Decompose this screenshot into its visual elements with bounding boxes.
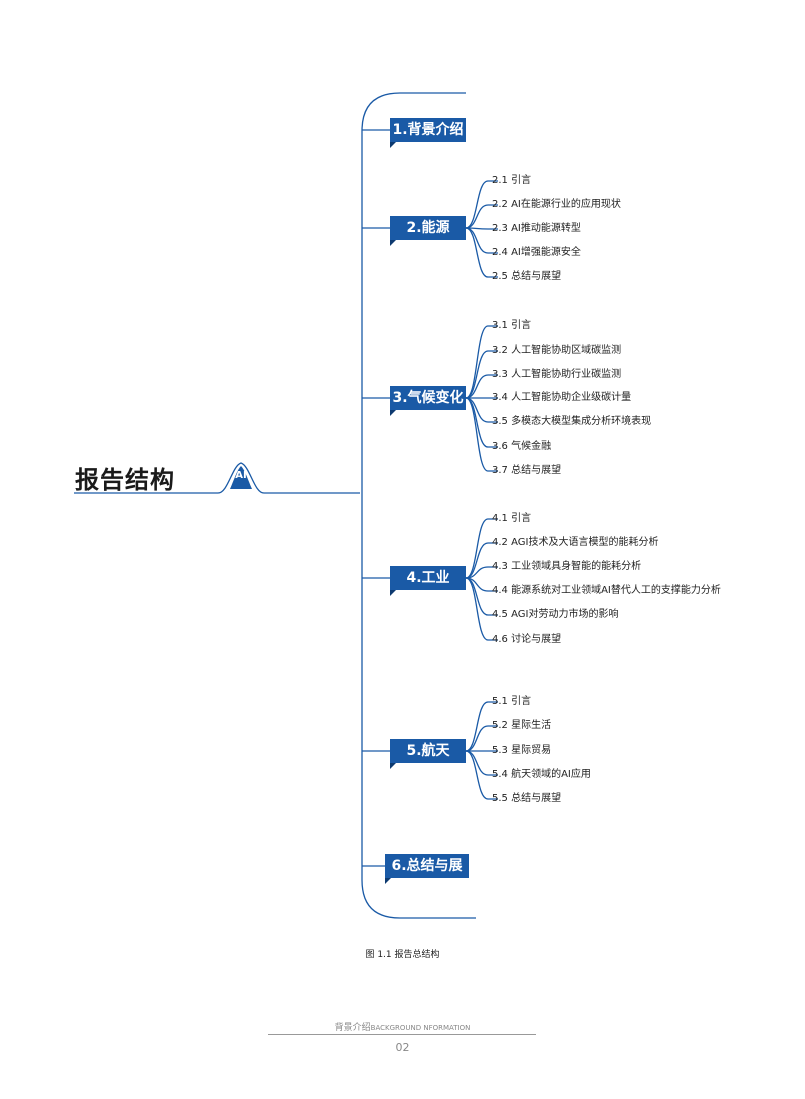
- item-connector: [465, 577, 498, 641]
- subsection-item: 4.4 能源系统对工业领域AI替代人工的支撑能力分析: [492, 585, 721, 596]
- footer-divider: [268, 1034, 536, 1035]
- section-box-shadow: [390, 590, 396, 596]
- subsection-item: 3.4 人工智能协助企业级碳计量: [492, 392, 632, 403]
- item-connector: [465, 701, 498, 752]
- subsection-item: 3.7 总结与展望: [492, 465, 562, 476]
- figure-caption: 图 1.1 报告总结构: [365, 950, 440, 960]
- item-connector: [465, 204, 498, 229]
- subsection-item: 3.5 多模态大模型集成分析环境表现: [492, 416, 652, 427]
- item-connector: [465, 518, 498, 579]
- section-box-shadow: [385, 878, 391, 884]
- section-box-shadow: [390, 142, 396, 148]
- section-node: 4.工业: [390, 566, 466, 590]
- footer-cn: 背景介绍: [334, 1023, 371, 1033]
- section-box-shadow: [390, 763, 396, 769]
- ai-badge-shape: [230, 466, 252, 489]
- item-connector: [465, 374, 498, 399]
- item-connector: [465, 397, 498, 472]
- section-node: 6.总结与展望: [385, 854, 469, 898]
- subsection-item: 3.6 气候金融: [492, 441, 552, 452]
- ai-badge-outline: [217, 462, 360, 494]
- subsection-item: 4.3 工业领域具身智能的能耗分析: [492, 561, 642, 572]
- section-node: 3.气候变化: [390, 386, 466, 410]
- subsection-item: 5.2 星际生活: [492, 720, 552, 731]
- subsection-item: 2.3 AI推动能源转型: [492, 223, 581, 234]
- subsection-item: 4.2 AGI技术及大语言模型的能耗分析: [492, 537, 659, 548]
- subsection-item: 4.1 引言: [492, 513, 532, 524]
- main-bracket: [361, 92, 476, 919]
- footer-en: BACKGROUND NFORMATION: [370, 1024, 471, 1032]
- section-box-shadow: [390, 240, 396, 246]
- subsection-item: 4.6 讨论与展望: [492, 634, 562, 645]
- subsection-item: 2.5 总结与展望: [492, 271, 562, 282]
- subsection-item: 5.5 总结与展望: [492, 793, 562, 804]
- subsection-item: 4.5 AGI对劳动力市场的影响: [492, 609, 619, 620]
- subsection-item: 3.2 人工智能协助区域碳监测: [492, 345, 622, 356]
- page-number: 02: [395, 1041, 410, 1054]
- diagram-title: 报告结构: [75, 466, 175, 494]
- ai-badge-icon: AI: [235, 470, 247, 481]
- item-connector: [465, 542, 498, 579]
- item-connector: [465, 750, 498, 800]
- section-box-shadow: [390, 410, 396, 416]
- section-node: 1.背景介绍: [390, 118, 466, 142]
- subsection-item: 2.1 引言: [492, 175, 532, 186]
- item-connector: [465, 180, 498, 229]
- item-connector: [465, 227, 498, 278]
- item-connector: [465, 725, 498, 752]
- section-node: 2.能源: [390, 216, 466, 240]
- footer-section-label: 背景介绍BACKGROUND NFORMATION: [0, 1020, 805, 1033]
- item-connector: [465, 350, 498, 399]
- subsection-item: 5.3 星际贸易: [492, 745, 552, 756]
- subsection-item: 5.1 引言: [492, 696, 532, 707]
- item-connector: [465, 566, 498, 579]
- section-node: 5.航天: [390, 739, 466, 763]
- item-connector: [465, 325, 498, 399]
- subsection-item: 2.4 AI增强能源安全: [492, 247, 581, 258]
- subsection-item: 5.4 航天领域的AI应用: [492, 769, 591, 780]
- subsection-item: 3.3 人工智能协助行业碳监测: [492, 369, 622, 380]
- subsection-item: 2.2 AI在能源行业的应用现状: [492, 199, 621, 210]
- subsection-item: 3.1 引言: [492, 320, 532, 331]
